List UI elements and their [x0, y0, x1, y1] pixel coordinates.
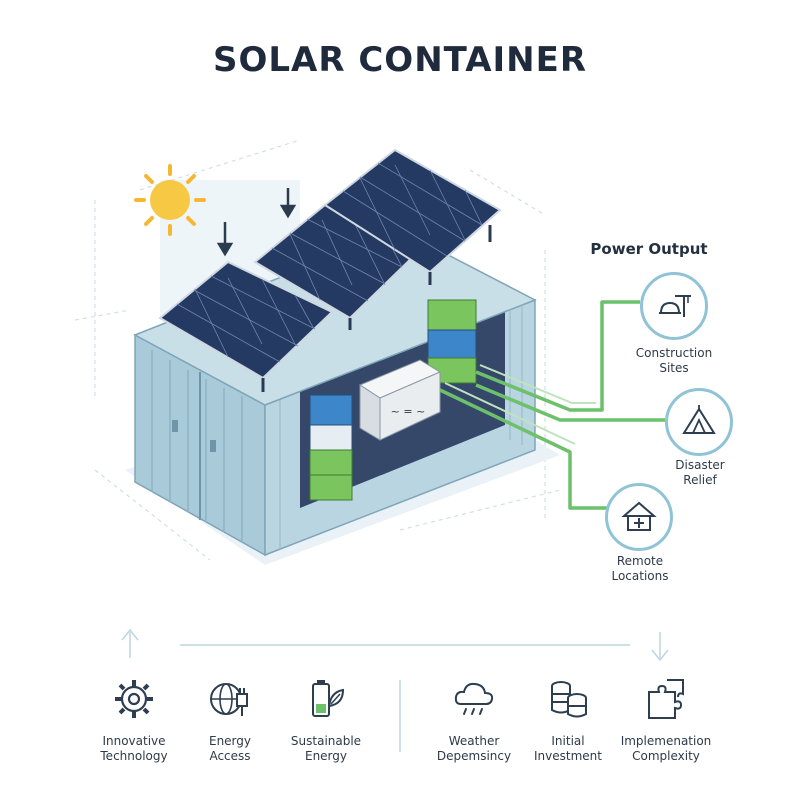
puzzle-icon	[648, 679, 684, 719]
cloud-rain-icon	[454, 682, 494, 715]
factor-label: Initial Investment	[508, 734, 628, 764]
medical-house-icon	[621, 501, 657, 531]
factor-label-line1: Sustainable	[290, 734, 362, 748]
factor-label-line1: Weather	[448, 734, 500, 748]
power-output-heading: Power Output	[590, 240, 708, 258]
factor-label-line2: Depemsincy	[436, 749, 512, 763]
factor-energy-access: Energy Access	[170, 676, 290, 764]
disaster-relief-circle	[665, 388, 733, 456]
sun-icon	[134, 164, 206, 236]
destination-label-line1: Construction	[635, 346, 713, 360]
factor-innovative-technology: Innovative Technology	[74, 676, 194, 764]
destination-label-line2: Sites	[659, 361, 689, 375]
page-title: SOLAR CONTAINER	[212, 40, 588, 80]
inverter-symbol: ~ = ~	[391, 405, 426, 418]
construction-icon	[659, 295, 691, 317]
solar-panel-3	[323, 148, 502, 274]
factor-weather-dependency: Weather Depemsincy	[414, 676, 534, 764]
factor-label-line2: Energy	[304, 749, 347, 763]
factors-divider	[121, 628, 669, 752]
sunlight-arrows	[216, 188, 297, 257]
factor-label-line2: Access	[209, 749, 251, 763]
destination-label-disaster-relief: Disaster Relief	[640, 458, 760, 488]
solar-panel-1	[158, 260, 334, 380]
factor-label: Weather Depemsincy	[414, 734, 534, 764]
coin-stack-icon	[551, 681, 587, 718]
power-lines	[439, 300, 665, 510]
factor-label-line2: Investment	[534, 749, 602, 763]
factor-label-line1: Implemenation	[620, 734, 712, 748]
side-ribs	[279, 305, 523, 549]
factor-label: Sustainable Energy	[266, 734, 386, 764]
destination-label-construction: Construction Sites	[614, 346, 734, 376]
battery-rack-left	[309, 394, 353, 501]
remote-locations-circle	[605, 483, 673, 551]
factor-label-line2: Complexity	[632, 749, 700, 763]
destination-label-line1: Disaster	[675, 458, 725, 472]
factor-label: Innovative Technology	[74, 734, 194, 764]
destination-label-line2: Relief	[683, 473, 717, 487]
panel-supports	[261, 225, 492, 392]
container-door-ribs	[151, 350, 243, 542]
factor-label: Implemenation Complexity	[606, 734, 726, 764]
gear-icon	[115, 680, 153, 718]
tent-icon	[682, 405, 716, 434]
factor-initial-investment: Initial Investment	[508, 676, 628, 764]
factor-sustainable-energy: Sustainable Energy	[266, 676, 386, 764]
globe-plug-icon	[210, 683, 248, 716]
destination-label-remote-locations: Remote Locations	[580, 554, 700, 584]
factor-label-line1: Initial	[551, 734, 585, 748]
factor-label-line1: Innovative	[102, 734, 166, 748]
factor-implementation-complexity: Implemenation Complexity	[606, 676, 726, 764]
door-latches	[172, 420, 216, 452]
battery-leaf-icon	[312, 680, 345, 717]
inverter-box	[358, 359, 442, 441]
destination-label-line2: Locations	[611, 569, 669, 583]
construction-circle	[640, 272, 708, 340]
factor-label-line1: Energy	[208, 734, 251, 748]
power-lines-light	[444, 364, 596, 445]
factor-label: Energy Access	[170, 734, 290, 764]
destination-label-line1: Remote	[616, 554, 664, 568]
factor-label-line2: Technology	[100, 749, 168, 763]
